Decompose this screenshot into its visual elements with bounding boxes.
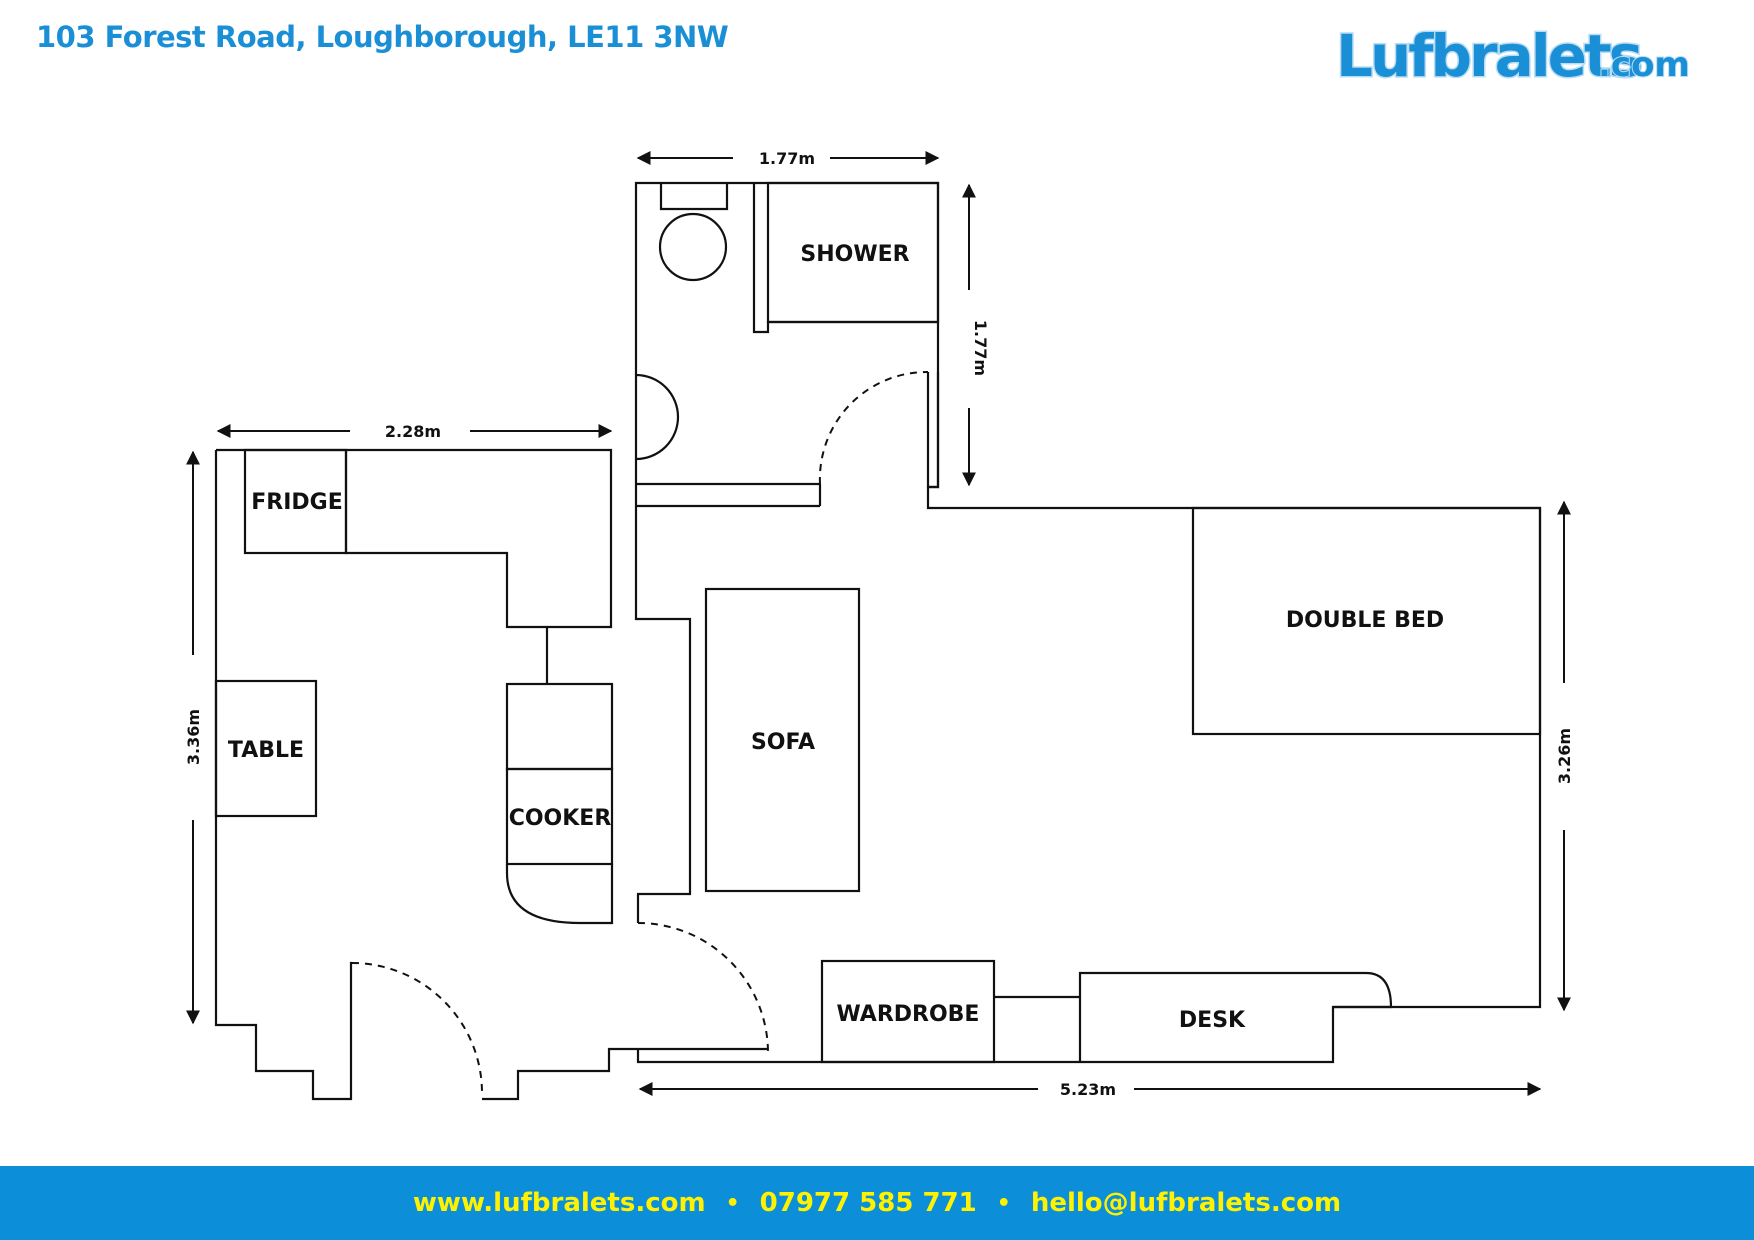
fridge-label: FRIDGE bbox=[251, 490, 343, 515]
shower-label: SHOWER bbox=[800, 242, 909, 267]
bathroom-wall bbox=[634, 181, 940, 506]
kitchen-left-wall bbox=[214, 450, 353, 1101]
toilet bbox=[659, 183, 729, 211]
divider-wall bbox=[634, 506, 692, 923]
logo-text: Lufbralets bbox=[1336, 22, 1641, 90]
bathroom-width-label: 1.77m bbox=[759, 149, 815, 168]
sink bbox=[635, 373, 680, 461]
table-label: TABLE bbox=[228, 738, 304, 763]
cooker-label: COOKER bbox=[509, 806, 612, 831]
bedroom-width-label: 5.23m bbox=[1060, 1080, 1116, 1099]
website-link[interactable]: www.lufbralets.com bbox=[412, 1188, 706, 1218]
kitchen-height-label: 3.36m bbox=[184, 709, 203, 765]
bathroom-door-swing bbox=[818, 370, 929, 485]
bedroom-height-label: 3.26m bbox=[1555, 728, 1574, 784]
entrance-door-swing bbox=[351, 962, 483, 1094]
desk-label: DESK bbox=[1179, 1008, 1246, 1033]
double-bed-box bbox=[1191, 506, 1542, 736]
double-bed-label: DOUBLE BED bbox=[1286, 608, 1444, 633]
cooker-unit-curve bbox=[505, 864, 614, 925]
email-link[interactable]: hello@lufbralets.com bbox=[1030, 1188, 1342, 1218]
brand-logo[interactable]: Lufbralets .com bbox=[1332, 20, 1702, 91]
cooker-box bbox=[505, 767, 614, 866]
kitchen-bottom-wall bbox=[482, 1047, 638, 1101]
fridge-box bbox=[243, 448, 348, 555]
property-address: 103 Forest Road, Loughborough, LE11 3NW bbox=[36, 20, 729, 54]
wardrobe-box bbox=[820, 959, 996, 1064]
kitchen-door-swing bbox=[637, 922, 769, 1054]
logo-suffix: .com bbox=[1598, 45, 1690, 85]
contact-footer: www.lufbralets.com • 07977 585 771 • hel… bbox=[0, 1166, 1754, 1240]
kitchen-width-label: 2.28m bbox=[385, 422, 441, 441]
bedroom-wall bbox=[926, 487, 1542, 1009]
table-box bbox=[214, 679, 318, 818]
floor-plan: 2.28m 3.36m 1.77m 1.77m 3.26m 5.23m FRID… bbox=[184, 149, 1574, 1101]
bedroom-bottom-wall bbox=[636, 1005, 1391, 1064]
phone-number[interactable]: 07977 585 771 bbox=[759, 1188, 977, 1218]
wardrobe-label: WARDROBE bbox=[837, 1002, 980, 1027]
cooker-unit-upper bbox=[505, 682, 614, 771]
kitchen-wall bbox=[216, 448, 613, 629]
bathroom-height-label: 1.77m bbox=[971, 320, 990, 376]
desk-box bbox=[1078, 971, 1393, 1062]
shower-box bbox=[766, 181, 940, 324]
sofa-box bbox=[704, 587, 861, 893]
sofa-label: SOFA bbox=[751, 730, 815, 755]
footer-separator: • bbox=[996, 1190, 1011, 1216]
footer-separator: • bbox=[725, 1190, 740, 1216]
